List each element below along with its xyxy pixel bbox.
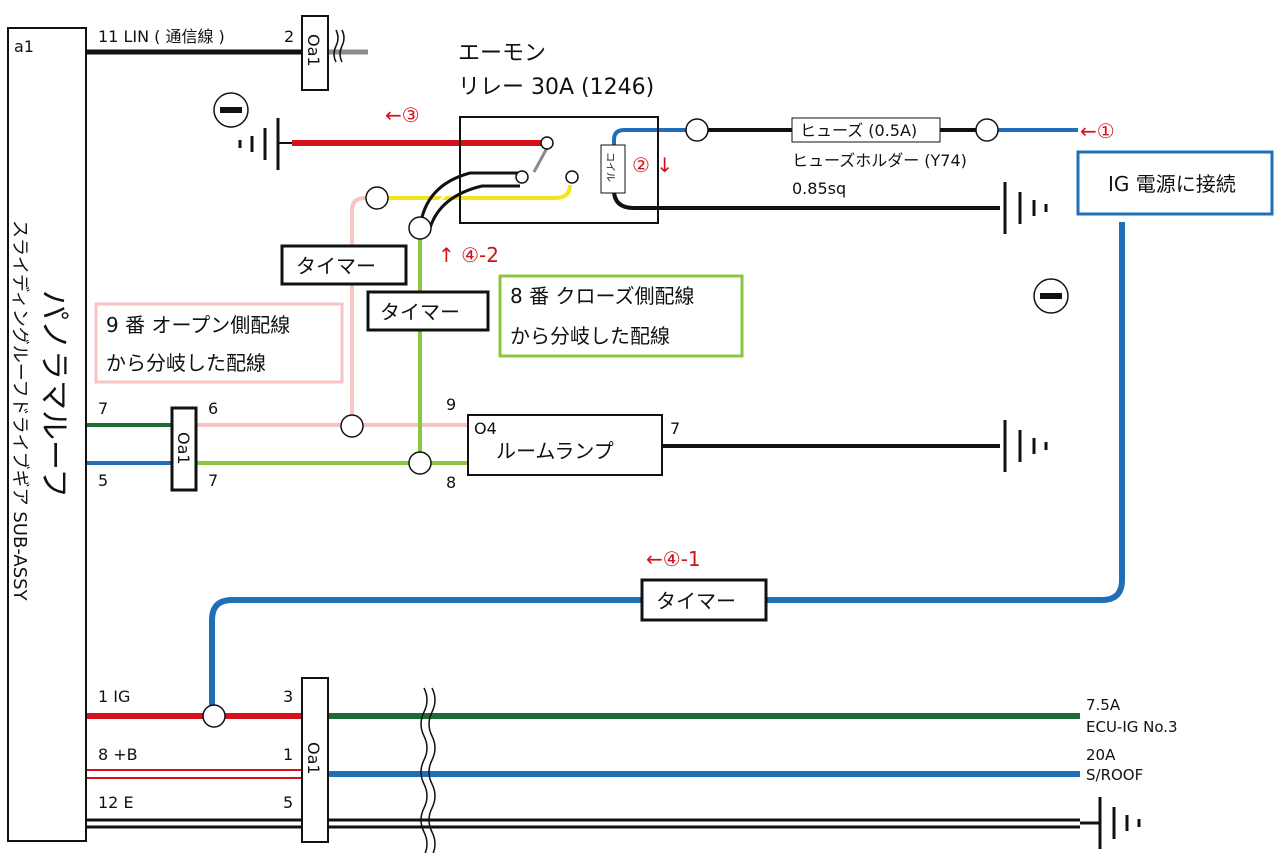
lin-connector bbox=[301, 15, 329, 91]
bottom-pin: 5 bbox=[283, 793, 293, 812]
fuse-label: ヒューズ (0.5A) bbox=[800, 121, 917, 140]
top-lin: 11 LIN ( 通信線 ) 2 Oa1 bbox=[98, 15, 329, 91]
fuse2-amp: 20A bbox=[1086, 746, 1116, 764]
open-note-line2: から分岐した配線 bbox=[106, 351, 266, 375]
close-note-line1: 8 番 クローズ側配線 bbox=[510, 284, 694, 308]
junctions bbox=[202, 118, 999, 728]
junction bbox=[975, 118, 999, 142]
relay-title-2: リレー 30A (1246) bbox=[458, 75, 654, 100]
coil-ground-wire bbox=[612, 189, 1000, 210]
lamp-pin: 9 bbox=[446, 395, 456, 414]
relay-contact bbox=[565, 170, 579, 184]
ground-icon bbox=[238, 118, 292, 170]
step-4-1: ←④-1 bbox=[646, 547, 701, 571]
junction bbox=[340, 414, 364, 438]
relay: エーモン リレー 30A (1246) コイル ←③ ② ↓ ↑ ④-2 bbox=[385, 41, 673, 267]
minus-symbol bbox=[1033, 278, 1069, 314]
coil-box bbox=[600, 144, 626, 194]
relay-contact bbox=[515, 170, 529, 184]
minus-symbol bbox=[213, 92, 249, 128]
fuse1-name: ECU-IG No.3 bbox=[1086, 718, 1178, 736]
mid-pin: 7 bbox=[98, 399, 108, 418]
relay-switch bbox=[532, 147, 549, 173]
gear-id: a1 bbox=[14, 37, 34, 56]
lamp-name: ルームランプ bbox=[496, 439, 614, 463]
room-lamp: O4 ルームランプ 9 8 7 bbox=[446, 395, 680, 492]
pink-wire bbox=[350, 196, 367, 420]
ground-icon bbox=[1003, 420, 1048, 472]
gear-subtitle: スライディングルーフドライブギア SUB-ASSY bbox=[9, 220, 31, 602]
relay-box bbox=[459, 116, 659, 224]
bottom-conn-label: Oa1 bbox=[304, 742, 323, 775]
coil-label: コイル bbox=[604, 152, 615, 182]
gear-title: パノラマルーフ bbox=[36, 290, 71, 498]
junction bbox=[202, 704, 226, 728]
timer-label: タイマー bbox=[656, 589, 736, 613]
mid-pin: 7 bbox=[208, 471, 218, 490]
yellow-wire bbox=[385, 184, 572, 200]
close-note-line2: から分岐した配線 bbox=[510, 324, 670, 348]
fuse: ヒューズ (0.5A) ヒューズホルダー (Y74) 0.85sq ←① bbox=[791, 117, 1115, 198]
open-note-line1: 9 番 オープン側配線 bbox=[106, 313, 290, 337]
timer-box: タイマー bbox=[280, 244, 408, 286]
timer-label: タイマー bbox=[296, 254, 376, 278]
bottom-connector: 1 IG 8 +B 12 E 3 1 5 Oa1 7.5A ECU-IG No.… bbox=[98, 677, 1178, 843]
fuse-holder: ヒューズホルダー (Y74) bbox=[792, 151, 967, 170]
coil-blue-wire bbox=[612, 128, 690, 165]
ig-label: 1 IG bbox=[98, 687, 130, 706]
ground-icon bbox=[1098, 797, 1141, 849]
lin-connector-label: Oa1 bbox=[304, 34, 323, 67]
relay-black-wire-b bbox=[425, 179, 520, 227]
timer-box: タイマー bbox=[366, 290, 490, 332]
lamp-pin: 7 bbox=[670, 419, 680, 438]
step-3: ←③ bbox=[385, 103, 420, 127]
timer-box: タイマー bbox=[640, 578, 768, 622]
relay-contact bbox=[540, 136, 554, 150]
relay-title-1: エーモン bbox=[458, 41, 546, 66]
step-2: ② ↓ bbox=[632, 153, 673, 177]
timer-label: タイマー bbox=[380, 300, 460, 324]
lamp-id: O4 bbox=[474, 419, 497, 438]
fuse2-name: S/ROOF bbox=[1086, 766, 1143, 784]
wire-size: 0.85sq bbox=[792, 179, 846, 198]
mid-pin: 5 bbox=[98, 471, 108, 490]
bottom-pin: 1 bbox=[283, 745, 293, 764]
b-label: 8 +B bbox=[98, 745, 138, 764]
mid-conn-label: Oa1 bbox=[174, 432, 193, 465]
step-1: ←① bbox=[1080, 119, 1115, 143]
close-note: 8 番 クローズ側配線 から分岐した配線 bbox=[498, 274, 744, 358]
wires bbox=[86, 49, 1125, 829]
open-note: 9 番 オープン側配線 から分岐した配線 bbox=[94, 302, 344, 384]
ground-symbols bbox=[238, 118, 1141, 849]
junction bbox=[685, 118, 709, 142]
bottom-pin: 3 bbox=[283, 687, 293, 706]
ig-box: IG 電源に接続 bbox=[1076, 150, 1274, 216]
relay-black-wire-c bbox=[428, 184, 520, 229]
e-label: 12 E bbox=[98, 793, 134, 812]
fuse1-amp: 7.5A bbox=[1086, 696, 1121, 714]
ig-box-label: IG 電源に接続 bbox=[1108, 172, 1236, 196]
mid-connector: 7 5 Oa1 6 7 bbox=[98, 399, 218, 492]
gear-box: a1 パノラマルーフ スライディングルーフドライブギア SUB-ASSY bbox=[7, 27, 87, 842]
junction bbox=[365, 186, 389, 210]
ground-icon bbox=[1003, 182, 1048, 234]
step-4-2: ↑ ④-2 bbox=[438, 243, 499, 267]
lamp-pin: 8 bbox=[446, 473, 456, 492]
mid-pin: 6 bbox=[208, 399, 218, 418]
fuse-box bbox=[791, 117, 941, 143]
lin-pin: 2 bbox=[284, 27, 294, 46]
junction bbox=[408, 451, 432, 475]
break-marks bbox=[333, 29, 436, 853]
junction bbox=[408, 216, 432, 240]
lin-label: 11 LIN ( 通信線 ) bbox=[98, 27, 225, 46]
